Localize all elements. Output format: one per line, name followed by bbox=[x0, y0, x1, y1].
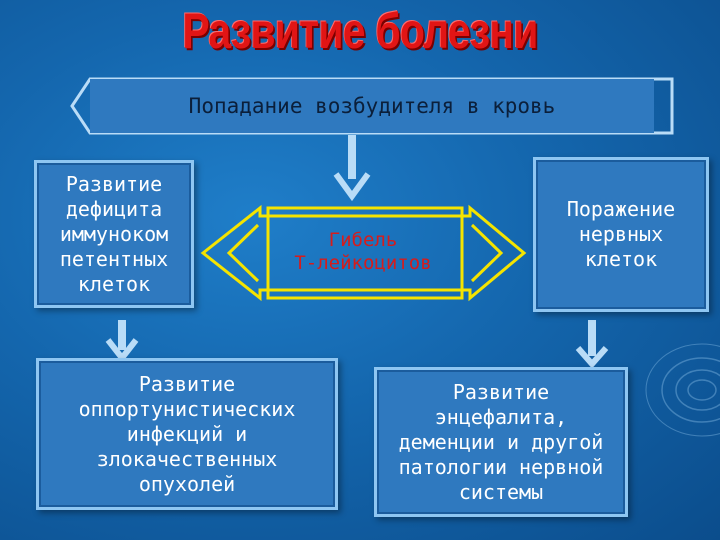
box-pathogen-entry-text: Попадание возбудителя в кровь bbox=[188, 93, 556, 118]
top-box-frame-right bbox=[650, 77, 674, 135]
arrow-right-down bbox=[575, 320, 609, 369]
box-nerve-damage-text: Поражение нервных клеток bbox=[566, 197, 676, 271]
arrow-top-down bbox=[333, 135, 371, 202]
slide-title: Развитие болезни bbox=[182, 3, 538, 59]
water-ripple-decoration bbox=[645, 343, 720, 437]
box-t-cell-death: Гибель Т-лейкоцитов bbox=[266, 214, 460, 290]
box-nerve-damage: Поражение нервных клеток bbox=[533, 157, 709, 312]
arrow-left-down bbox=[105, 320, 139, 363]
box-immune-deficiency-text: Развитие дефицита иммуноком петентных кл… bbox=[59, 171, 169, 296]
box-immune-deficiency: Развитие дефицита иммуноком петентных кл… bbox=[34, 160, 194, 308]
box-t-cell-death-text: Гибель Т-лейкоцитов bbox=[294, 229, 432, 274]
box-encephalitis-text: Развитие энцефалита, деменции и другой п… bbox=[398, 379, 604, 504]
box-opportunistic-infections: Развитие оппортунистических инфекций и з… bbox=[36, 358, 338, 510]
box-pathogen-entry: Попадание возбудителя в кровь bbox=[90, 79, 654, 133]
box-encephalitis: Развитие энцефалита, деменции и другой п… bbox=[374, 367, 628, 517]
box-opportunistic-infections-text: Развитие оппортунистических инфекций и з… bbox=[78, 371, 296, 496]
